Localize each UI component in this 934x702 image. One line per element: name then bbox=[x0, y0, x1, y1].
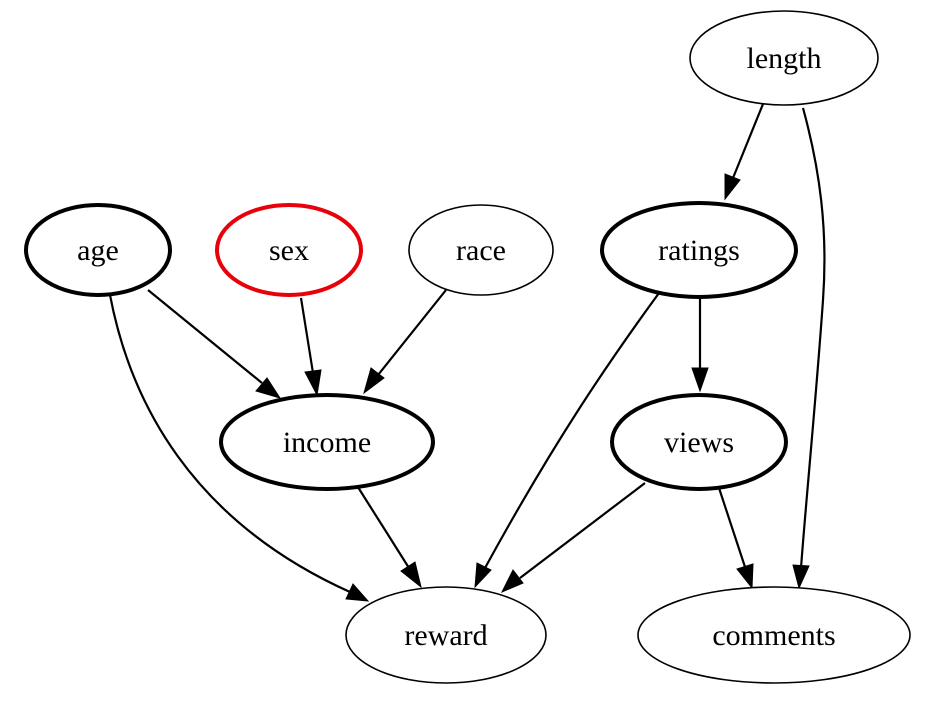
edge-ratings-reward bbox=[474, 292, 660, 589]
node-label-age: age bbox=[77, 234, 119, 267]
edge-age-reward bbox=[108, 294, 370, 602]
node-race: race bbox=[408, 204, 554, 296]
node-label-sex: sex bbox=[269, 234, 309, 267]
node-label-views: views bbox=[664, 426, 734, 459]
node-label-income: income bbox=[283, 426, 371, 459]
node-views: views bbox=[610, 393, 788, 491]
node-income: income bbox=[219, 393, 435, 491]
edges bbox=[108, 103, 826, 602]
edge-views-comments bbox=[717, 487, 754, 590]
edge-length-comments bbox=[792, 107, 826, 590]
node-length: length bbox=[689, 10, 879, 106]
edge-length-ratings bbox=[724, 103, 765, 201]
edge-views-reward bbox=[500, 482, 646, 593]
node-label-ratings: ratings bbox=[658, 234, 740, 267]
edge-income-reward bbox=[355, 483, 422, 589]
node-ratings: ratings bbox=[600, 201, 798, 299]
node-label-comments: comments bbox=[712, 619, 835, 652]
node-label-reward: reward bbox=[404, 619, 487, 652]
node-label-race: race bbox=[456, 234, 506, 267]
node-sex: sex bbox=[215, 203, 363, 297]
edge-age-income bbox=[147, 289, 282, 399]
node-label-length: length bbox=[747, 42, 822, 75]
node-reward: reward bbox=[345, 586, 547, 684]
node-comments: comments bbox=[637, 586, 911, 684]
node-age: age bbox=[24, 203, 172, 297]
edge-sex-income bbox=[299, 297, 322, 397]
nodes: age sex race length ratings income views bbox=[24, 10, 911, 684]
edge-ratings-views bbox=[691, 298, 709, 393]
edge-race-income bbox=[363, 289, 447, 395]
